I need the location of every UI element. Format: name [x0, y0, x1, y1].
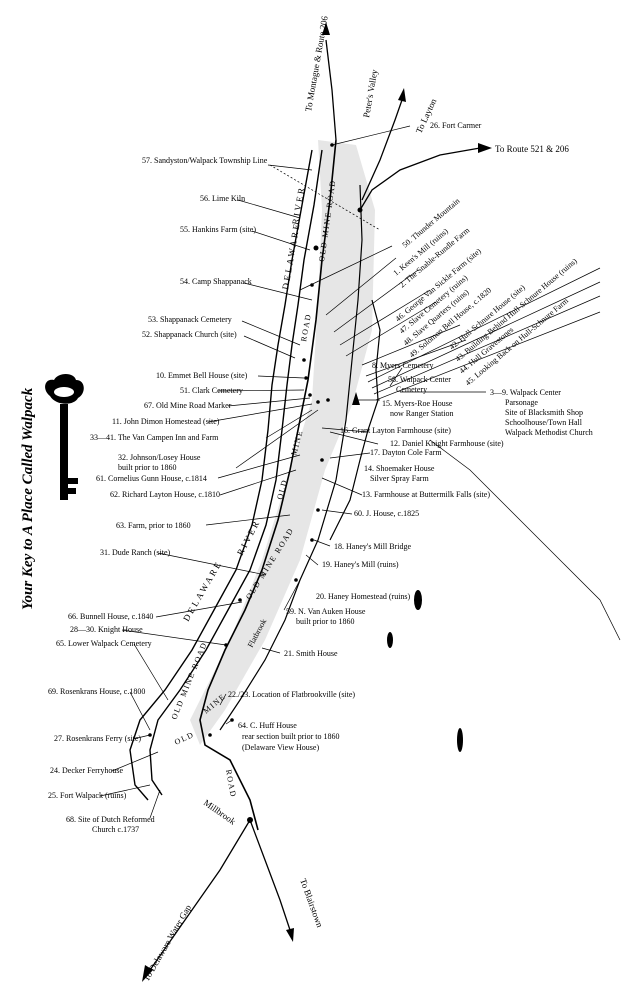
old-mine-road: [199, 139, 337, 831]
label-68: 68. Site of Dutch Reformed: [66, 815, 155, 824]
arrow-blairstown-icon: [286, 928, 294, 942]
label-river-upper: RIVER: [290, 185, 307, 226]
label-river-lower: RIVER: [235, 517, 262, 557]
road-to-route-521: [359, 147, 481, 211]
label-24: 24. Decker Ferryhouse: [50, 766, 124, 775]
label-15: 15. Myers-Roe House: [382, 399, 453, 408]
label-to-water-gap: To Delaware Water Gap: [141, 902, 193, 983]
label-3-9d: Schoolhouse/Town Hall: [505, 418, 583, 427]
pond: [457, 728, 463, 752]
label-to-route521: To Route 521 & 206: [495, 144, 569, 154]
label-58: 58. Walpack Center: [388, 375, 451, 384]
label-57: 57. Sandyston/Walpack Township Line: [142, 156, 268, 165]
label-27: 27. Rosenkrans Ferry (site): [54, 734, 141, 743]
label-64: 64. C. Huff House: [238, 721, 297, 730]
label-22-23: 22./23. Location of Flatbrookville (site…: [228, 690, 355, 699]
label-19: 19. Haney's Mill (ruins): [322, 560, 399, 569]
label-54: 54. Camp Shappanack: [180, 277, 252, 286]
label-8: 8. Myers Cemetery: [372, 361, 434, 370]
label-53: 53. Shappanack Cemetery: [148, 315, 232, 324]
label-55: 55. Hankins Farm (site): [180, 225, 256, 234]
label-17: 17. Dayton Cole Farm: [370, 448, 442, 457]
label-64b: rear section built prior to 1860: [242, 732, 340, 741]
label-3-9e: Walpack Methodist Church: [505, 428, 593, 437]
label-to-montague: To Montague & Route 206: [303, 15, 330, 113]
ridge-shading: [190, 140, 375, 745]
label-63: 63. Farm, prior to 1860: [116, 521, 191, 530]
label-31: 31. Dude Ranch (site): [100, 548, 171, 557]
label-62: 62. Richard Layton House, c.1810: [110, 490, 220, 499]
arrow-north-icon: [322, 22, 330, 35]
label-to-blairstown: To Blairstown: [298, 877, 325, 929]
pond: [414, 590, 422, 610]
label-13: 13. Farmhouse at Buttermilk Falls (site): [362, 490, 490, 499]
label-56: 56. Lime Kiln: [200, 194, 245, 203]
label-25: 25. Fort Walpack (ruins): [48, 791, 127, 800]
pond: [387, 632, 393, 648]
label-14: 14. Shoemaker House: [364, 464, 435, 473]
label-64c: (Delaware View House): [242, 743, 319, 752]
road-east: [329, 299, 381, 541]
label-58b: Cemetery: [396, 385, 427, 394]
arrow-route521-icon: [478, 143, 492, 153]
key-icon: [45, 374, 84, 500]
label-road-upper: ROAD: [299, 313, 313, 343]
ranger-station-triangle-icon: [352, 392, 360, 405]
label-28-30: 28—30. Knight House: [70, 625, 143, 634]
label-32b: built prior to 1860: [118, 463, 176, 472]
label-3-9c: Site of Blacksmith Shop: [505, 408, 583, 417]
label-20: 20. Haney Homestead (ruins): [316, 592, 411, 601]
label-68b: Church c.1737: [92, 825, 139, 834]
road-to-delaware-water-gap: [149, 819, 251, 971]
label-60: 60. J. House, c.1825: [354, 509, 419, 518]
label-14b: Silver Spray Farm: [370, 474, 429, 483]
label-32: 32. Johnson/Losey House: [118, 453, 201, 462]
label-59: 59. N. Van Auken House: [286, 607, 366, 616]
township-line: [269, 164, 381, 231]
leader-lines: [99, 125, 601, 819]
label-3-9b: Parsonage: [505, 398, 538, 407]
label-delaware-upper: DELAWARE: [280, 221, 302, 290]
label-18: 18. Haney's Mill Bridge: [334, 542, 411, 551]
label-delaware-lower: DELAWARE: [181, 558, 224, 623]
label-52: 52. Shappanack Church (site): [142, 330, 237, 339]
arrow-layton-icon: [398, 88, 406, 102]
label-16: 16. Grant Layton Farmhouse (site): [340, 426, 451, 435]
label-66: 66. Bunnell House, c.1840: [68, 612, 153, 621]
map-title: Your Key to A Place Called Walpack: [20, 387, 36, 610]
label-26: 26. Fort Carmer: [430, 121, 482, 130]
label-3-9: 3—9. Walpack Center: [490, 388, 561, 397]
label-12: 12. Daniel Knight Farmhouse (site): [390, 439, 504, 448]
label-11: 11. John Dimon Homestead (site): [112, 417, 220, 426]
label-21: 21. Smith House: [284, 649, 338, 658]
label-61: 61. Cornelius Gunn House, c.1814: [96, 474, 207, 483]
label-peters-valley: Peter's Valley: [361, 68, 379, 118]
road-to-montague: [325, 39, 337, 141]
label-10: 10. Emmet Bell House (site): [156, 371, 248, 380]
label-millbrook: Millbrook: [202, 797, 238, 826]
delaware-river-west-bank: [129, 149, 313, 801]
label-old-2: OLD: [173, 730, 196, 747]
label-59b: built prior to 1860: [296, 617, 354, 626]
road-to-layton: [361, 99, 403, 201]
ridge-outline-east: [429, 439, 621, 641]
label-51: 51. Clark Cemetery: [180, 386, 243, 395]
label-69: 69. Rosenkrans House, c.1800: [48, 687, 145, 696]
label-15b: now Ranger Station: [390, 409, 454, 418]
label-33-41: 33—41. The Van Campen Inn and Farm: [90, 433, 219, 442]
label-67: 67. Old Mine Road Marker: [144, 401, 232, 410]
road-to-blairstown: [249, 819, 291, 931]
flatbrook-stream: [219, 184, 363, 731]
label-65: 65. Lower Walpack Cemetery: [56, 639, 152, 648]
arrow-water-gap-icon: [142, 965, 153, 982]
